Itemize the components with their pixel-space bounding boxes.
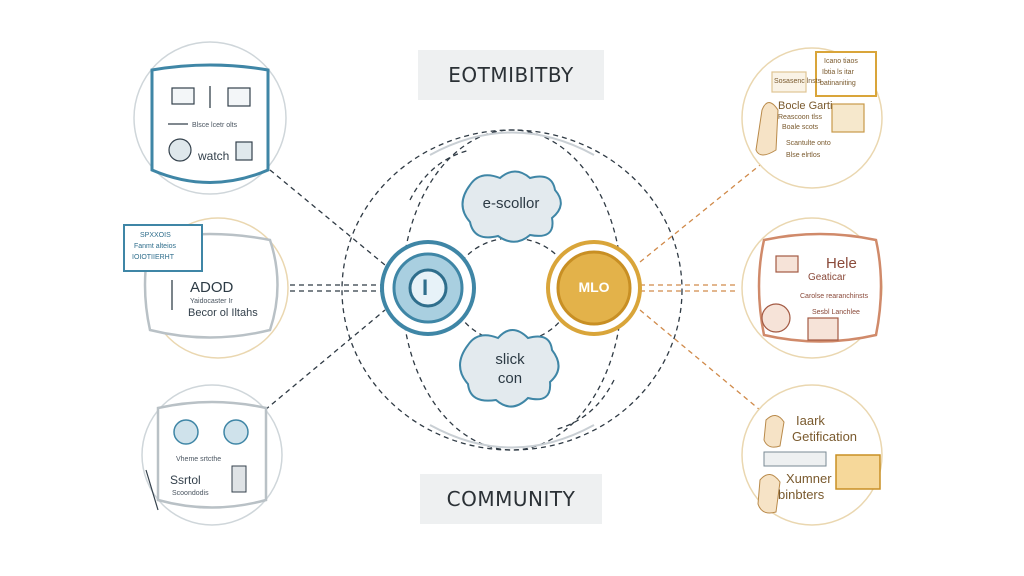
right-node-1-callout-3: batinaniting [820,80,856,87]
right-node-2-title-1: Hele [826,255,857,272]
left-node-3 [141,384,283,526]
right-node-1-callout-1: Icano tiaos [824,58,858,65]
left-node-1 [133,41,287,195]
right-node-2 [741,217,883,359]
right-node-1 [741,47,883,189]
right-node-3-line-1: Iaark [796,413,825,428]
left-node-3-small-1: Vheme srtcthe [176,456,222,463]
left-node-2-subtitle: Becor ol Iltahs [188,307,258,319]
right-node-1-small-3: Boale scots [782,124,819,131]
top-label: EOTMIBITBY [418,50,604,100]
connectors-left [264,169,386,411]
right-node-1-small-1: Sosasenc lnsts [774,78,822,85]
upper-cloud-label: e-scollor [482,195,540,212]
right-node-1-callout-2: Ibtia ls itar [822,69,854,76]
right-hub-label: MLO [578,279,610,295]
right-node-2-small-2: Sesbl Lanchlee [812,309,860,316]
lower-cloud-label-1: slick [495,351,525,368]
left-node-2-callout-2: Fanmt alteios [134,243,177,250]
left-node-2-callout-1: SPXXOIS [140,232,171,239]
lower-cloud-label-2: con [497,370,523,387]
left-node-2-title: ADOD [190,279,234,296]
left-node-1-text: watch [198,149,230,163]
left-node-3-small-2: Scoondodis [172,490,209,497]
bottom-label: COMMUNITY [420,474,602,524]
lower-cloud [459,329,560,408]
left-node-3-title: Ssrtol [170,473,201,487]
right-node-3-line-3: Xumner [786,471,832,486]
right-node-1-small-4: Scantulte onto [786,140,831,147]
left-node-2-callout-3: IOIOTIIERHT [132,254,174,261]
connectors-right [639,164,761,411]
right-node-1-title: Bocle Garti [778,100,833,112]
left-node-2 [123,217,289,359]
upper-cloud [461,170,562,243]
right-node-2-small-1: Carolse rearanchinsts [800,293,869,300]
right-node-3-line-4: binbters [778,487,825,502]
right-node-3-line-2: Getification [792,429,858,444]
left-node-1-small: Blsce lcetr olts [192,122,238,129]
right-node-1-small-5: Blse elrtlos [786,152,821,159]
right-node-3 [741,384,883,526]
right-hub [546,240,642,336]
left-node-2-small: Yaidocaster Ir [190,298,233,305]
right-node-2-title-2: Geaticar [808,272,846,283]
left-hub [380,240,476,336]
right-node-1-small-2: Reascoon tlss [778,114,822,121]
left-hub-label: I [422,275,429,300]
